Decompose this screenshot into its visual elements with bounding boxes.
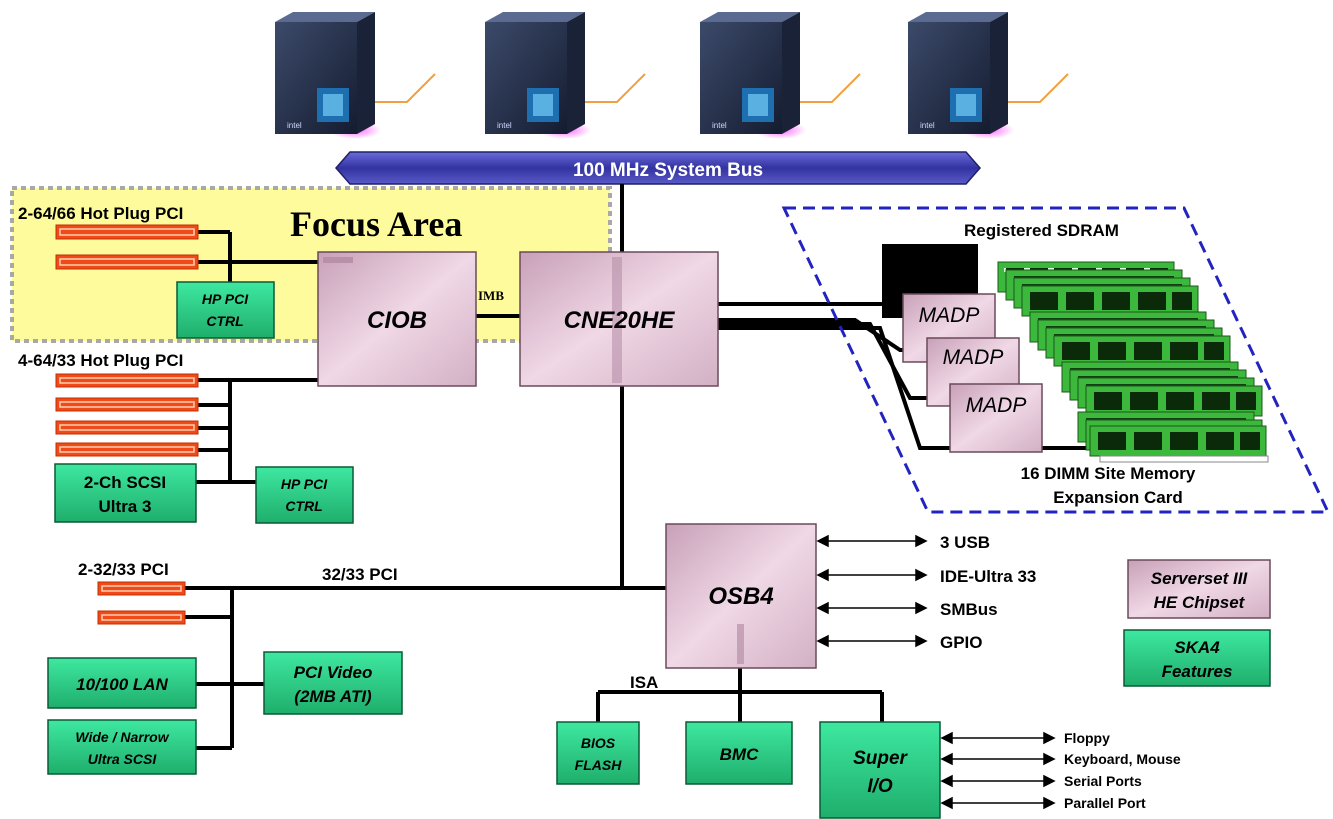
pci-video-box: PCI Video (2MB ATI)	[263, 651, 403, 715]
ciob-chip: CIOB	[317, 251, 477, 387]
port-keyboard-mouse: Keyboard, Mouse	[1064, 751, 1181, 767]
svg-text:OSB4: OSB4	[708, 583, 773, 610]
port-floppy: Floppy	[1064, 730, 1110, 746]
processor-card: intel	[485, 12, 646, 139]
svg-text:BIOS: BIOS	[581, 735, 616, 751]
svg-text:SKA4: SKA4	[1174, 638, 1220, 657]
madp-chip: MADP	[949, 383, 1043, 453]
pci-slots-33	[55, 373, 199, 457]
svg-text:MADP: MADP	[966, 394, 1027, 417]
legend-chipset: Serverset III HE Chipset	[1127, 559, 1271, 619]
pci-slot	[55, 397, 199, 412]
processor-card: intel	[908, 12, 1069, 139]
osb4-io-arrows	[816, 534, 928, 648]
scsi-ultra3: 2-Ch SCSI Ultra 3	[54, 463, 197, 523]
pci-slot	[55, 420, 199, 435]
svg-text:Ultra 3: Ultra 3	[99, 497, 152, 516]
memory-card: Registered SDRAM	[781, 206, 1331, 514]
cne20he-chip: CNE20HE	[519, 251, 719, 387]
svg-text:I/O: I/O	[867, 776, 893, 797]
io-ide: IDE-Ultra 33	[940, 567, 1036, 586]
hp-pci-ctrl-bottom: HP PCI CTRL	[255, 466, 354, 524]
memory-title: Registered SDRAM	[964, 221, 1119, 240]
svg-text:HE Chipset: HE Chipset	[1154, 593, 1246, 612]
svg-text:Serverset III: Serverset III	[1151, 569, 1249, 588]
svg-text:Features: Features	[1162, 662, 1233, 681]
svg-text:MADP: MADP	[919, 304, 980, 327]
svg-text:CTRL: CTRL	[285, 498, 322, 514]
port-parallel: Parallel Port	[1064, 795, 1146, 811]
intel-logo: intel	[712, 121, 727, 130]
pci-slot	[55, 224, 199, 240]
pci-slots-66	[55, 224, 199, 270]
imb-label: IMB	[478, 288, 504, 303]
svg-text:Wide / Narrow: Wide / Narrow	[75, 729, 169, 745]
svg-text:HP PCI: HP PCI	[281, 476, 328, 492]
svg-text:10/100 LAN: 10/100 LAN	[76, 675, 168, 694]
legend-features: SKA4 Features	[1123, 629, 1271, 687]
svg-text:BMC: BMC	[720, 745, 759, 764]
pci-slot	[97, 610, 186, 625]
pci-slots-32	[97, 581, 186, 625]
bios-flash-box: BIOS FLASH	[556, 721, 640, 785]
legend: Serverset III HE Chipset SKA4 Features	[1123, 559, 1271, 687]
svg-text:2-Ch SCSI: 2-Ch SCSI	[84, 473, 166, 492]
intel-logo: intel	[920, 121, 935, 130]
memory-caption-2: Expansion Card	[1053, 488, 1182, 507]
io-gpio: GPIO	[940, 633, 983, 652]
port-serial: Serial Ports	[1064, 773, 1142, 789]
io-smbus: SMBus	[940, 600, 998, 619]
intel-logo: intel	[287, 121, 302, 130]
svg-text:CNE20HE: CNE20HE	[564, 307, 676, 334]
pci-slot	[55, 442, 199, 457]
wires	[185, 184, 1090, 750]
svg-text:Super: Super	[853, 748, 908, 769]
hp-pci-ctrl-top: HP PCI CTRL	[176, 281, 275, 339]
lan-box: 10/100 LAN	[47, 657, 197, 709]
svg-text:(2MB ATI): (2MB ATI)	[294, 687, 372, 706]
processor-card: intel	[275, 12, 436, 139]
pci-hotplug-66-label: 2-64/66 Hot Plug PCI	[18, 204, 183, 223]
svg-text:PCI Video: PCI Video	[294, 663, 373, 682]
isa-label: ISA	[630, 673, 658, 692]
pci-hotplug-33-label: 4-64/33 Hot Plug PCI	[18, 351, 183, 370]
system-bus-label: 100 MHz System Bus	[573, 160, 763, 181]
pci-slot	[55, 373, 199, 388]
focus-area-label: Focus Area	[290, 204, 462, 244]
pci-32-slots-label: 2-32/33 PCI	[78, 560, 169, 579]
svg-text:MADP: MADP	[943, 346, 1004, 369]
intel-logo: intel	[497, 121, 512, 130]
svg-text:CTRL: CTRL	[206, 313, 243, 329]
wide-scsi-box: Wide / Narrow Ultra SCSI	[47, 719, 197, 775]
bmc-box: BMC	[685, 721, 793, 785]
processors: intel intel intel	[275, 12, 1069, 139]
pci-slot	[55, 254, 199, 270]
io-usb: 3 USB	[940, 533, 990, 552]
svg-text:HP PCI: HP PCI	[202, 291, 249, 307]
svg-text:CIOB: CIOB	[367, 307, 427, 334]
super-io-box: Super I/O	[819, 721, 941, 819]
memory-caption-1: 16 DIMM Site Memory	[1021, 464, 1196, 483]
system-bus: 100 MHz System Bus	[335, 151, 981, 185]
svg-text:FLASH: FLASH	[575, 757, 623, 773]
processor-card: intel	[700, 12, 861, 139]
pci-32-bus-label: 32/33 PCI	[322, 565, 398, 584]
super-io-arrows	[940, 731, 1056, 810]
svg-text:Ultra SCSI: Ultra SCSI	[88, 751, 158, 767]
pci-slot	[97, 581, 186, 596]
osb4-chip: OSB4	[665, 523, 817, 669]
